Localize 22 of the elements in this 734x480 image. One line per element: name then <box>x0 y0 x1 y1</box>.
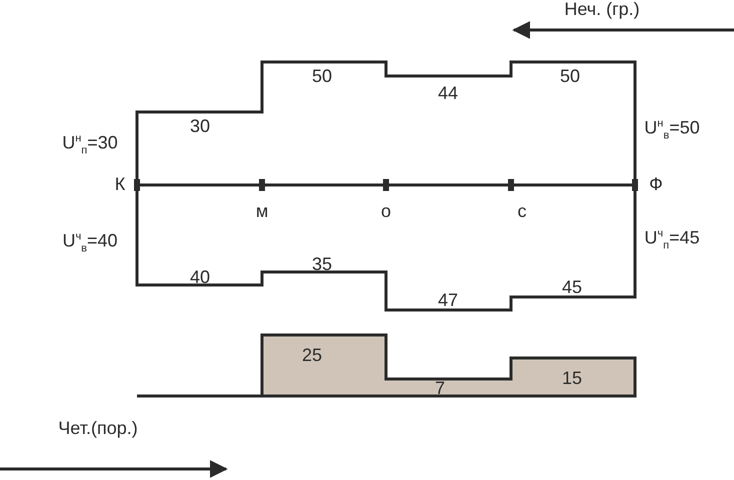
gradient-value: 25 <box>302 346 322 364</box>
station-label: о <box>381 202 391 220</box>
station-label: м <box>256 202 268 220</box>
station-label: К <box>114 175 126 193</box>
gradient-value: 15 <box>562 369 582 387</box>
direction-label: Неч. (гр.) <box>564 0 640 18</box>
speed-limit-label: U$^{н}$$_{п}$=30 <box>62 134 118 156</box>
speed-value: 44 <box>438 84 458 102</box>
speed-limit-label: U$^{н}$$_{в}$=50 <box>644 118 700 142</box>
speed-limit-label: U$^{ч}$$_{п}$=45 <box>644 228 700 252</box>
direction-label: Чет.(пор.) <box>58 419 138 437</box>
speed-value: 50 <box>312 67 332 85</box>
station-label: Ф <box>649 175 663 193</box>
gradient-value: 7 <box>435 379 445 397</box>
speed-value: 35 <box>312 255 332 273</box>
speed-limit-label: U$^{ч}$$_{в}$=40 <box>62 232 118 254</box>
station-label: с <box>518 202 526 220</box>
speed-value: 45 <box>562 278 582 296</box>
speed-value: 30 <box>190 117 210 135</box>
speed-value: 40 <box>190 268 210 286</box>
speed-value: 47 <box>438 291 458 309</box>
speed-value: 50 <box>560 67 580 85</box>
